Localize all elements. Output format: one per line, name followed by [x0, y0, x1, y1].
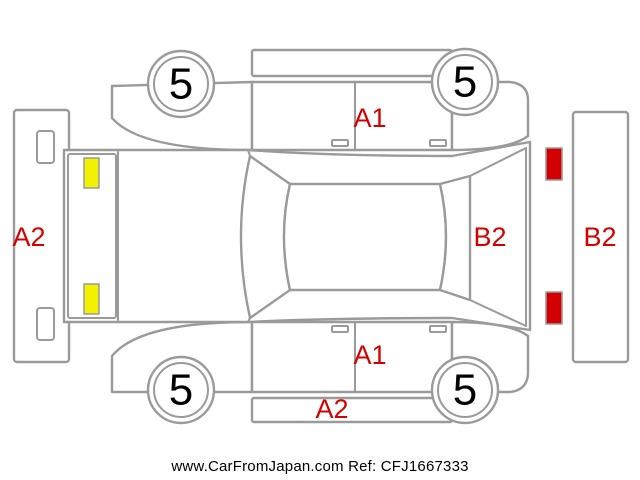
tire-score-rear-right: 5 — [453, 366, 477, 415]
damage-code-front-bumper: A2 — [12, 222, 45, 252]
footer-reference: www.CarFromJapan.com Ref: CFJ1667333 — [171, 458, 469, 475]
damage-code-lower-sill: A2 — [315, 394, 348, 424]
wheel-rear-right: 5 — [430, 355, 500, 425]
tire-score-front-right: 5 — [453, 58, 477, 107]
wheel-front-right: 5 — [430, 47, 500, 117]
rear-lamp-upper — [545, 147, 563, 181]
lower-side-panel — [110, 320, 530, 424]
tire-score-front-left: 5 — [169, 60, 193, 109]
car-body-top-view — [62, 140, 532, 332]
wheel-front-left: 5 — [146, 49, 216, 119]
damage-code-rear-window: B2 — [473, 222, 506, 252]
front-lamp-lower — [83, 283, 100, 315]
front-lamp-upper — [83, 157, 100, 189]
damage-code-rear-bumper: B2 — [583, 222, 616, 252]
damage-code-lower-side: A1 — [353, 340, 386, 370]
damage-code-upper-side: A1 — [353, 103, 386, 133]
rear-lamp-lower — [545, 291, 563, 325]
wheel-rear-left: 5 — [146, 355, 216, 425]
tire-score-rear-left: 5 — [169, 366, 193, 415]
rear-bumper — [571, 110, 630, 364]
